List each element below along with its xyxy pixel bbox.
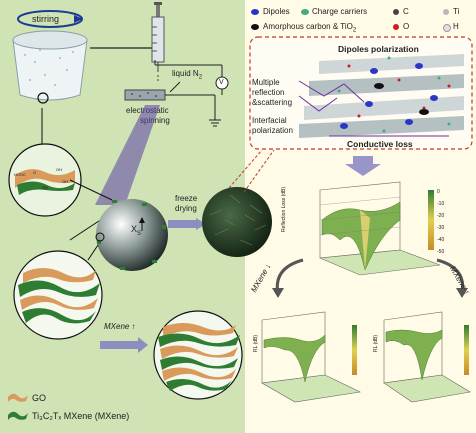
colorbar-tick-0: 0 (437, 189, 440, 195)
liquid-n2-label: liquid N2 (172, 69, 203, 81)
mechanism-to-plot-arrow (345, 156, 381, 176)
curved-arrow-left (272, 258, 304, 298)
legend-amorphous: Amorphous carbon & TiO2 (263, 22, 357, 34)
mechanism-box (249, 36, 473, 150)
small-left-ylabel: RL (dB) (253, 334, 259, 352)
c-atom-icon (393, 9, 399, 15)
electrospinning-setup (124, 60, 229, 127)
legend-ti: Ti (453, 7, 460, 16)
spinning-beam (95, 105, 160, 205)
ti-atom-icon (443, 9, 449, 15)
main-rl-plot (319, 181, 441, 276)
dipoles-polarization-label: Dipoles polarization (338, 44, 419, 54)
legend-charge-carriers: Charge carriers (312, 7, 368, 16)
go-label-hooc: HOOC (14, 172, 26, 177)
o-atom-icon (393, 24, 399, 30)
amorphous-icon (251, 24, 259, 30)
colorbar-tick-3: -30 (437, 225, 445, 231)
aerogel-sphere (202, 187, 272, 257)
charge-carriers-icon (301, 9, 309, 15)
interfacial-label: Interfacial (252, 116, 287, 125)
stirring-label: stirring (32, 14, 60, 24)
colorbar-tick-1: -10 (437, 201, 445, 207)
legend-go-label: GO (32, 393, 47, 403)
legend-mxene-label: Ti₃C₂Tₓ MXene (MXene) (32, 411, 130, 421)
legend-dipoles: Dipoles (263, 7, 290, 16)
mxene-arrow-left (100, 337, 148, 353)
dipoles-icon (251, 9, 259, 15)
main-plot-ylabel: Reflection Loss (dB) (281, 186, 287, 232)
voltage-symbol: V (219, 79, 224, 86)
stirring-beaker (12, 10, 88, 104)
mxene-arrow-label: MXene ↑ (104, 322, 136, 331)
curved-arrow-right (436, 258, 468, 298)
colorbar-tick-4: -40 (437, 237, 445, 243)
droplet-sphere (95, 199, 168, 271)
go-legend-swatch (8, 393, 28, 402)
zoom-guide-lines (228, 149, 275, 193)
xs-label: XS (131, 224, 142, 237)
go-zoom-circle (8, 108, 82, 217)
small-rl-plot-left (261, 311, 361, 403)
spinning-label: spinning (140, 116, 170, 125)
freeze-label: freeze (175, 194, 198, 203)
mxene-legend-swatch (8, 411, 28, 420)
drying-label: drying (175, 204, 197, 213)
colorbar-tick-5: -50 (437, 249, 445, 255)
layered-zoom-1 (13, 244, 103, 340)
h-atom-icon (443, 24, 451, 32)
syringe (151, 2, 165, 81)
small-right-ylabel: RL (dB) (373, 334, 379, 352)
reflection-label: reflection (252, 88, 285, 97)
multiple-label: Multiple (252, 78, 280, 87)
go-label-o: O (33, 170, 37, 175)
colorbar-tick-2: -20 (437, 213, 445, 219)
go-label-oh-1: OH (56, 167, 62, 172)
go-label-oh-2: OH (62, 179, 68, 184)
small-rl-plot-right (383, 311, 471, 403)
go-label-oh-3: OH (42, 185, 48, 190)
layered-zoom-2 (153, 310, 243, 400)
conductive-loss-label: Conductive loss (347, 139, 413, 149)
legend-c: C (403, 7, 409, 16)
polarization-label: polarization (252, 126, 293, 135)
legend-h: H (453, 22, 459, 31)
legend-o: O (403, 22, 410, 31)
scattering-label: &scattering (252, 98, 293, 107)
freeze-drying-arrow (168, 218, 206, 230)
